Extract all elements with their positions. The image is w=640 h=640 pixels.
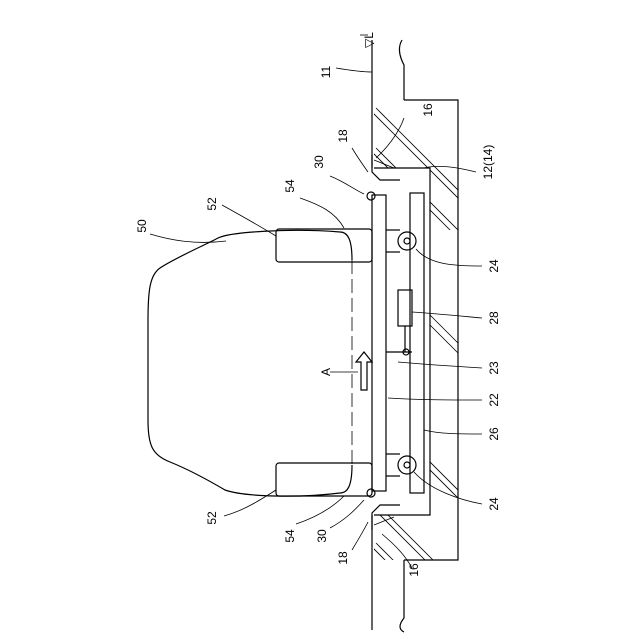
label-54-top: 54 (283, 179, 297, 193)
roller-24-bottom (386, 454, 416, 476)
vehicle-50 (148, 230, 352, 496)
label-16-bottom: 16 (407, 563, 421, 577)
label-22: 22 (487, 393, 501, 407)
label-18-top: 18 (336, 129, 350, 143)
wheel-52-top (276, 229, 372, 262)
platform-22 (372, 195, 386, 491)
label-50: 50 (135, 219, 149, 233)
base-plate-26 (410, 193, 424, 493)
label-23: 23 (487, 361, 501, 375)
label-a: A (319, 368, 333, 376)
label-30-top: 30 (312, 155, 326, 169)
direction-arrow-a (356, 352, 372, 390)
label-28: 28 (487, 311, 501, 325)
label-26: 26 (487, 427, 501, 441)
label-30-bottom: 30 (315, 529, 329, 543)
pit-floor-hatching (430, 315, 458, 353)
hinge-30 (367, 192, 375, 497)
label-18-bottom: 18 (336, 551, 350, 565)
label-11: 11 (319, 65, 333, 78)
link-23 (386, 349, 412, 355)
label-24-bottom: 24 (487, 497, 501, 511)
label-52-top: 52 (205, 197, 219, 211)
label-12-14: 12(14) (481, 145, 495, 180)
label-16-top: 16 (421, 103, 435, 117)
label-52-bottom: 52 (205, 511, 219, 525)
label-54-bottom: 54 (283, 529, 297, 543)
wheel-52-bottom (276, 463, 372, 496)
label-level: ▽L (362, 32, 376, 48)
roller-24-top (386, 230, 416, 252)
label-24-top: 24 (487, 259, 501, 273)
